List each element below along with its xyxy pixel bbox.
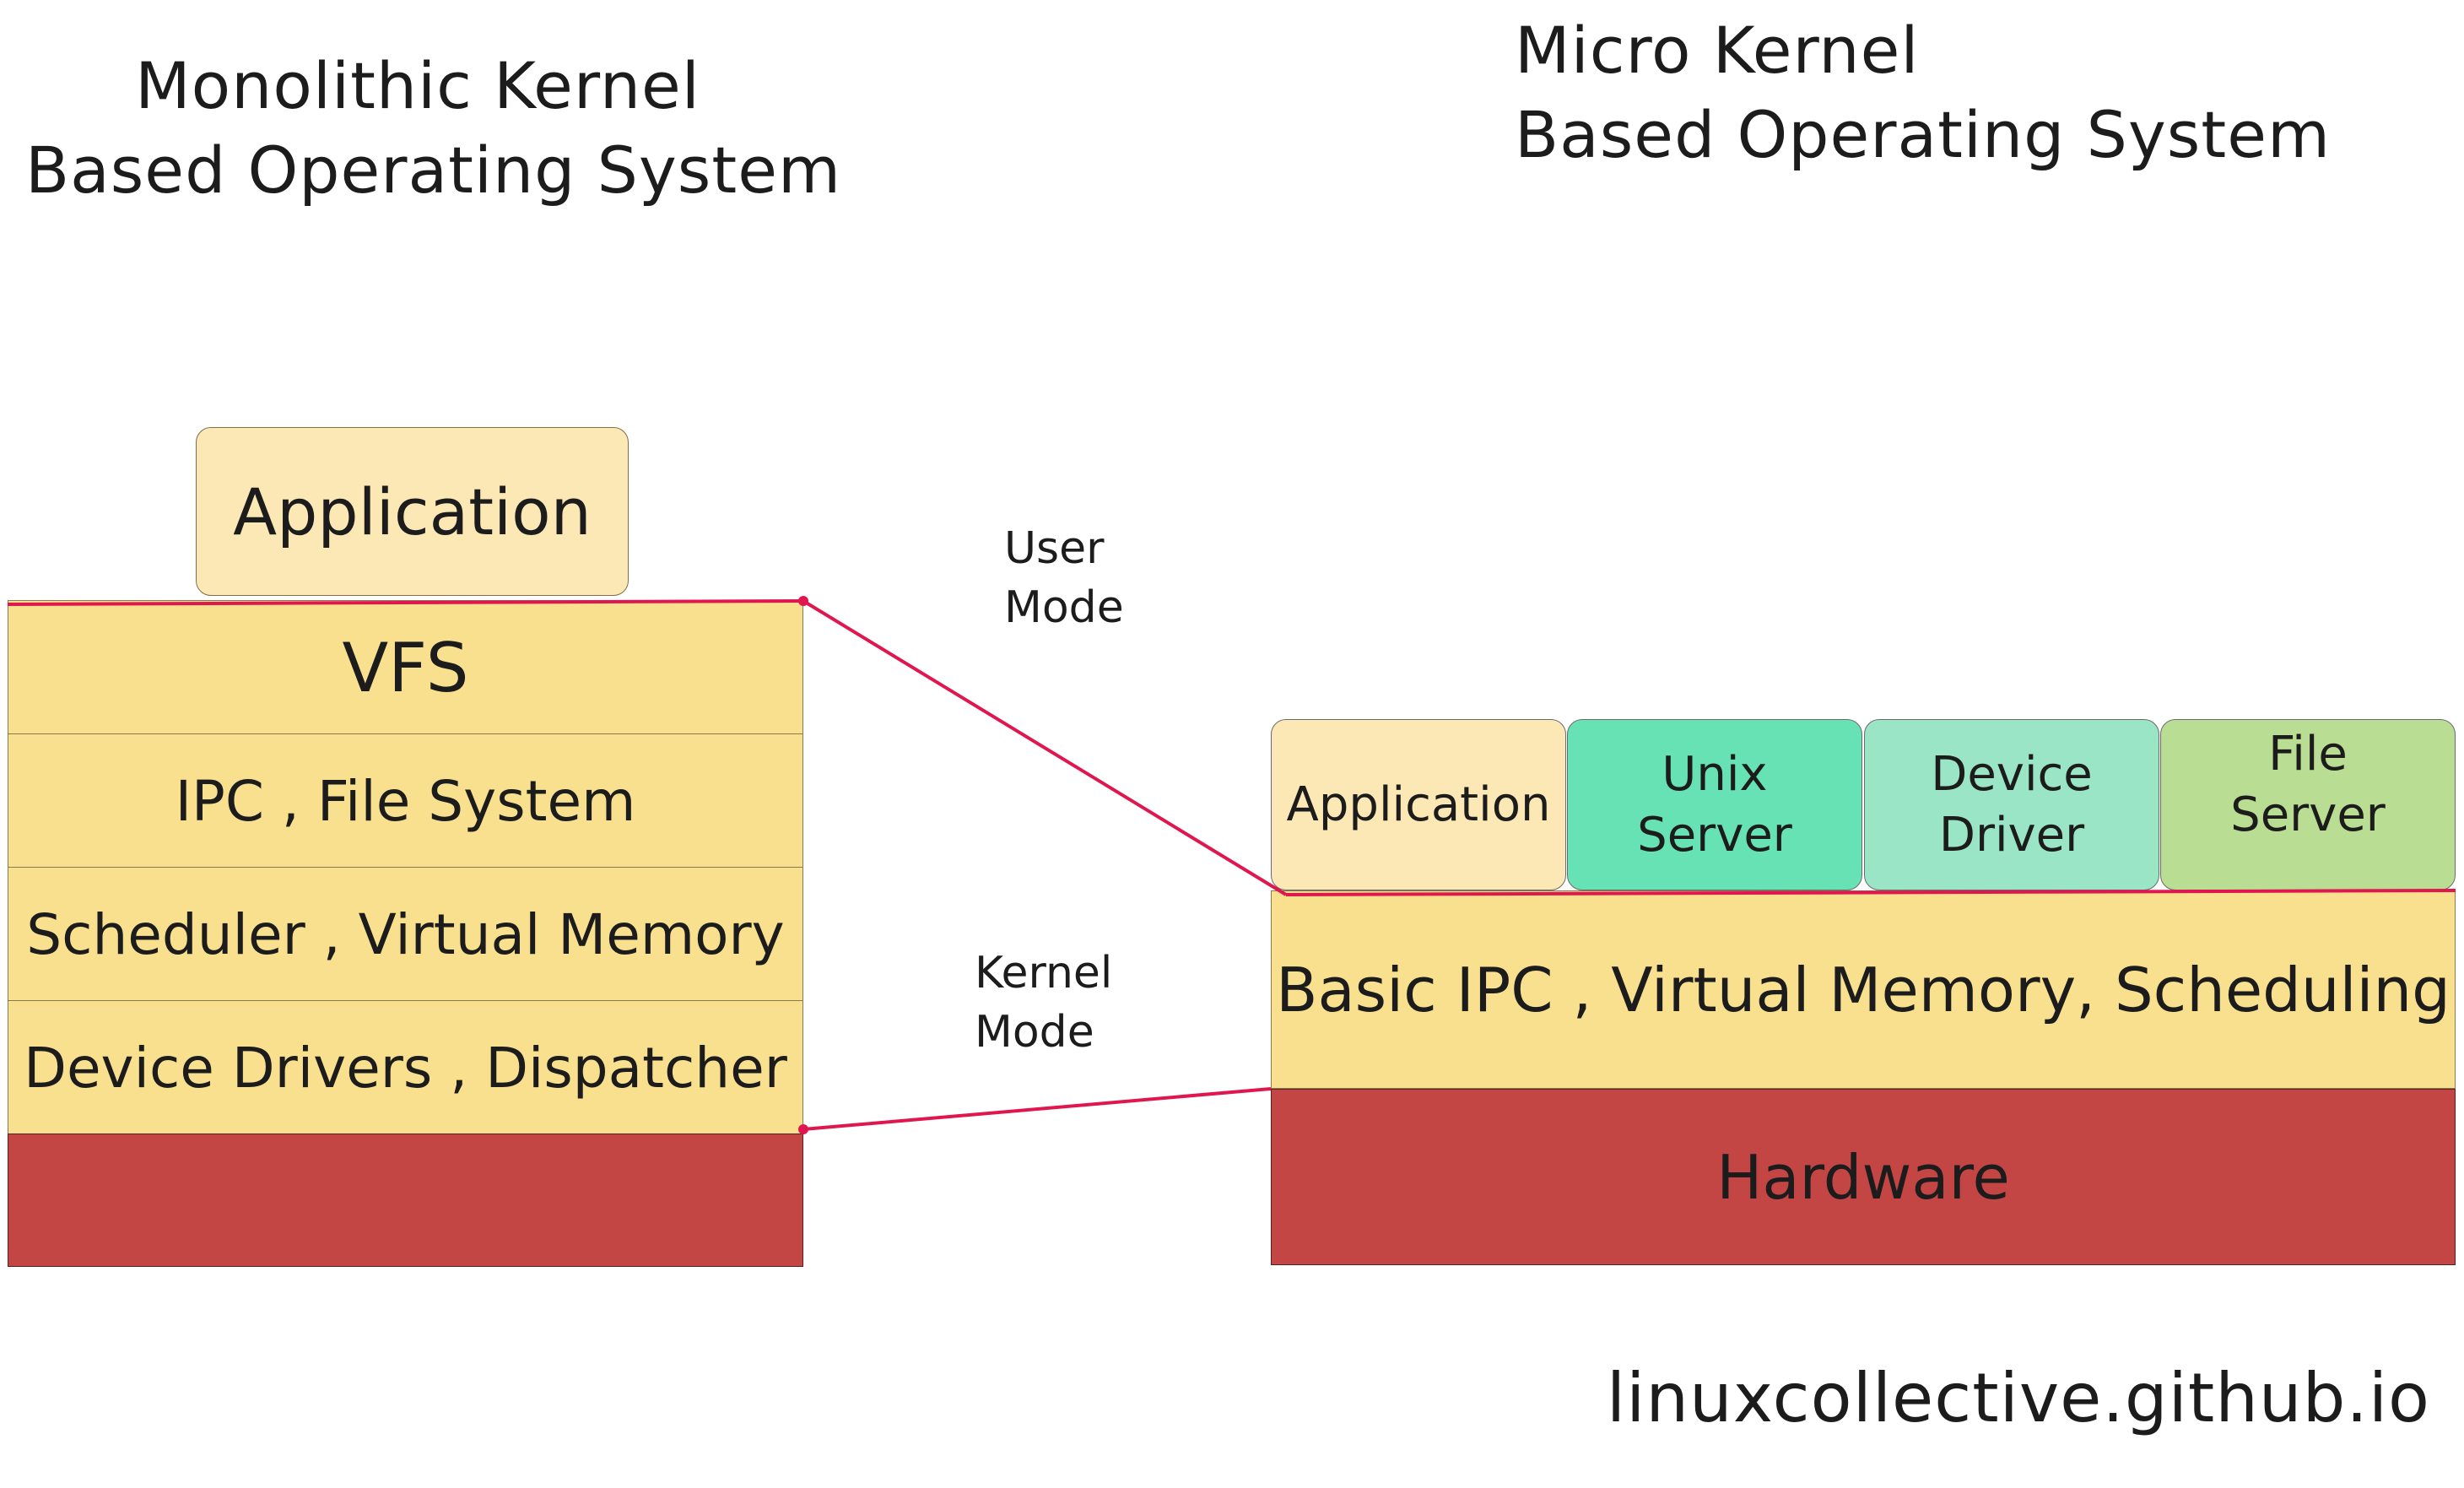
site-credit: linuxcollective.github.io <box>1606 1359 2430 1437</box>
mono-application-box: Application <box>196 427 629 596</box>
mono-layer-drivers-dispatcher: Device Drivers , Dispatcher <box>8 1000 803 1135</box>
micro-comp-device-driver: Device Driver <box>1864 719 2159 890</box>
micro-comp-file-server: File Server <box>2160 719 2456 890</box>
mono-layer-ipc-fs: IPC , File System <box>8 733 803 868</box>
micro-comp-label: Application <box>1286 776 1551 832</box>
mono-layer-label: IPC , File System <box>175 768 636 834</box>
kernel-mode-label: Kernel Mode <box>975 948 1113 1058</box>
kernel-boundary-diagonal <box>802 1087 1272 1131</box>
mono-layer-label: VFS <box>342 628 469 707</box>
monolithic-title: Monolithic Kernel Based Operating System <box>25 48 841 208</box>
micro-comp-application: Application <box>1271 719 1566 890</box>
micro-hardware-label: Hardware <box>1716 1141 2010 1213</box>
mono-application-label: Application <box>233 473 592 549</box>
boundary-joint <box>798 1124 808 1134</box>
mono-hardware-block <box>8 1134 803 1267</box>
micro-core-label: Basic IPC , Virtual Memory, Scheduling <box>1276 954 2450 1025</box>
user-boundary-diagonal <box>802 599 1288 896</box>
user-mode-label: User Mode <box>1004 523 1124 633</box>
mono-layer-label: Scheduler , Virtual Memory <box>26 901 785 967</box>
user-boundary-right <box>1285 889 2456 896</box>
micro-hardware-block: Hardware <box>1271 1089 2456 1265</box>
user-boundary-left <box>7 599 804 606</box>
mono-layer-vfs: VFS <box>8 600 803 735</box>
micro-comp-label: Unix Server <box>1637 746 1792 863</box>
micro-comp-label: File Server <box>2230 727 2386 842</box>
mono-layer-label: Device Drivers , Dispatcher <box>24 1035 787 1101</box>
micro-title: Micro Kernel Based Operating System <box>1515 13 2331 172</box>
boundary-joint <box>798 596 808 606</box>
micro-comp-label: Device Driver <box>1931 746 2093 863</box>
mono-layer-scheduler-vm: Scheduler , Virtual Memory <box>8 867 803 1002</box>
micro-kernel-core: Basic IPC , Virtual Memory, Scheduling <box>1271 890 2456 1089</box>
mono-kernel-stack: VFS IPC , File System Scheduler , Virtua… <box>8 600 803 1267</box>
micro-comp-unix-server: Unix Server <box>1567 719 1862 890</box>
